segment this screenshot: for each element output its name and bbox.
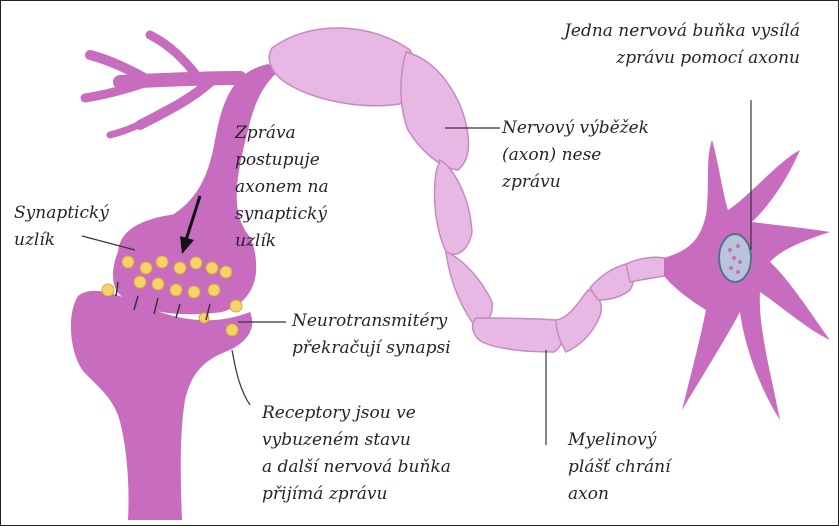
message-travel-line-4: synaptický (235, 201, 329, 228)
sender-neuron-line-2: zprávu pomocí axonu (470, 45, 800, 72)
message-travel-line-3: axonem na (235, 174, 329, 201)
dendrite-branches (85, 35, 240, 135)
receiving-dendrite (71, 291, 252, 520)
synaptic-knob-line-1: Synaptický (14, 200, 109, 227)
receptors-line-4: přijímá zprávu (262, 481, 451, 508)
receptors-line-2: vybuzeném stavu (262, 427, 451, 454)
receptors-line-3: a další nervová buňka (262, 454, 451, 481)
myelin-line-2: plášť chrání (568, 454, 671, 481)
synaptic-knob-label: Synaptický uzlík (14, 200, 109, 254)
axon-line-2: (axon) nese (502, 142, 649, 169)
axon-line-1: Nervový výběžek (502, 115, 649, 142)
message-travel-line-5: uzlík (235, 228, 329, 255)
neurotransmitters-label: Neurotransmitéry překračují synapsi (292, 308, 451, 362)
receptors-label: Receptory jsou ve vybuzeném stavu a dalš… (262, 400, 451, 508)
myelin-line-1: Myelinový (568, 427, 671, 454)
myelin-label: Myelinový plášť chrání axon (568, 427, 671, 508)
axon-line-3: zprávu (502, 169, 649, 196)
synaptic-knob-line-2: uzlík (14, 227, 109, 254)
message-travel-line-1: Zpráva (235, 120, 329, 147)
neurotransmitters-line-1: Neurotransmitéry (292, 308, 451, 335)
myelin-line-3: axon (568, 481, 671, 508)
message-travel-label: Zpráva postupuje axonem na synaptický uz… (235, 120, 329, 255)
neurotransmitters-line-2: překračují synapsi (292, 335, 451, 362)
sender-neuron-line-1: Jedna nervová buňka vysílá (470, 18, 800, 45)
sender-neuron-label: Jedna nervová buňka vysílá zprávu pomocí… (470, 18, 800, 72)
axon-label: Nervový výběžek (axon) nese zprávu (502, 115, 649, 196)
receptors-line-1: Receptory jsou ve (262, 400, 451, 427)
message-travel-line-2: postupuje (235, 147, 329, 174)
cell-body (664, 140, 830, 420)
